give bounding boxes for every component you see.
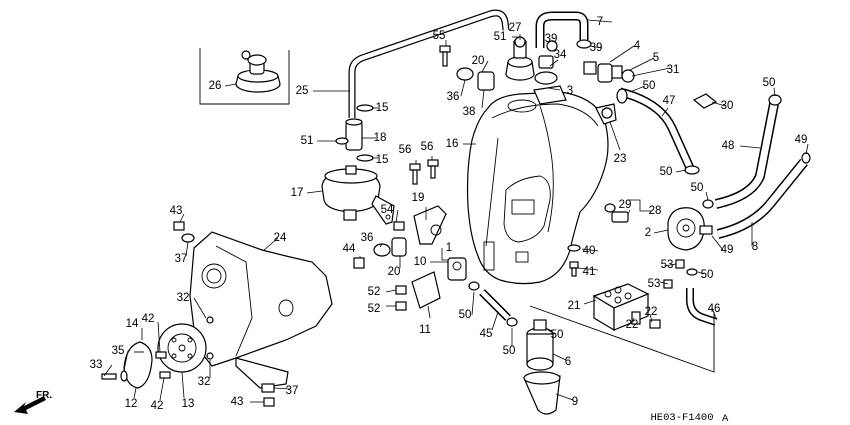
part-number-38: 38 [463,106,476,118]
part-number-52: 52 [368,303,381,315]
part-number-16: 16 [446,138,459,150]
part-number-17: 17 [291,187,304,199]
part-number-24: 24 [274,232,287,244]
part-number-51: 51 [494,31,507,43]
fuel-pump-part [667,207,713,251]
part-number-4: 4 [634,40,641,52]
part-number-10: 10 [414,256,427,268]
front-direction-arrow [14,396,46,414]
filter-cup-part [523,371,561,415]
part-number-20: 20 [472,55,485,67]
part-number-11: 11 [419,324,431,336]
part-number-29: 29 [619,199,632,211]
diagram-code: HE03-F1400 [650,412,713,424]
side-cover-part [189,231,333,389]
filler-cap-part [505,36,535,81]
fuel-filter-part [526,319,554,371]
part-number-32: 32 [198,376,211,388]
part-number-50: 50 [701,269,714,281]
part-number-41: 41 [583,266,596,278]
part-number-35: 35 [112,345,125,357]
part-number-20: 20 [388,266,401,278]
leader-lines [103,19,809,403]
part-number-50: 50 [763,77,776,89]
part-number-42: 42 [142,313,155,325]
part-number-48: 48 [722,140,735,152]
part-number-55: 55 [433,30,446,42]
part-number-37: 37 [175,253,188,265]
tube-part [345,121,363,151]
part-number-44: 44 [343,243,356,255]
part-number-47: 47 [663,95,676,107]
part-number-40: 40 [583,245,596,257]
part-number-28: 28 [649,205,662,217]
part-number-9: 9 [572,396,578,408]
hose-clip-part [356,104,374,112]
part-number-14: 14 [126,318,139,330]
part-number-50: 50 [503,345,516,357]
part-number-6: 6 [565,356,571,368]
part-number-13: 13 [182,398,195,410]
fuel-selector-part [157,323,207,373]
part-number-50: 50 [643,80,656,92]
part-number-56: 56 [399,144,412,156]
part-number-32: 32 [177,292,190,304]
front-direction-label: FR. [36,390,52,401]
part-number-36: 36 [361,232,374,244]
part-number-42: 42 [151,400,164,412]
part-number-49: 49 [795,134,808,146]
part-number-34: 34 [554,49,567,61]
part-number-49: 49 [721,244,734,256]
part-number-36: 36 [447,91,460,103]
part-number-2: 2 [645,227,651,239]
part-number-15: 15 [376,102,389,114]
part-number-39: 39 [590,42,603,54]
part-number-43: 43 [170,205,183,217]
part-number-27: 27 [509,22,522,34]
part-number-22: 22 [645,306,658,318]
part-number-50: 50 [459,309,472,321]
connector-block-part [592,283,650,332]
part-number-3: 3 [567,85,573,97]
part-number-18: 18 [374,132,387,144]
part-number-25: 25 [296,85,309,97]
canister-part [321,165,395,225]
part-number-39: 39 [545,33,558,45]
part-number-37: 37 [286,385,299,397]
part-number-43: 43 [231,396,244,408]
part-number-50: 50 [551,329,564,341]
part-number-12: 12 [125,398,138,410]
selector-knob-part [123,341,153,389]
part-number-21: 21 [568,300,581,312]
part-number-33: 33 [90,359,103,371]
part-number-31: 31 [667,64,680,76]
part-number-30: 30 [721,100,734,112]
inset-frame [199,48,290,105]
part-number-26: 26 [209,80,222,92]
part-number-51: 51 [301,135,314,147]
part-number-5: 5 [653,52,659,64]
part-number-1: 1 [446,242,452,254]
part-number-53: 53 [661,259,674,271]
part-number-45: 45 [480,328,493,340]
diagram-revision: A [722,413,729,425]
part-number-23: 23 [614,153,627,165]
part-number-22: 22 [626,319,639,331]
part-number-50: 50 [691,182,704,194]
part-number-8: 8 [752,241,758,253]
part-number-50: 50 [660,166,673,178]
part-number-53: 53 [648,278,661,290]
part-number-46: 46 [708,303,721,315]
part-number-15: 15 [376,154,389,166]
part-number-54: 54 [381,204,394,216]
part-number-7: 7 [597,16,603,28]
part-number-52: 52 [368,286,381,298]
part-number-56: 56 [421,141,434,153]
part-number-19: 19 [412,192,425,204]
fuel-cap-inset-part [235,50,281,93]
